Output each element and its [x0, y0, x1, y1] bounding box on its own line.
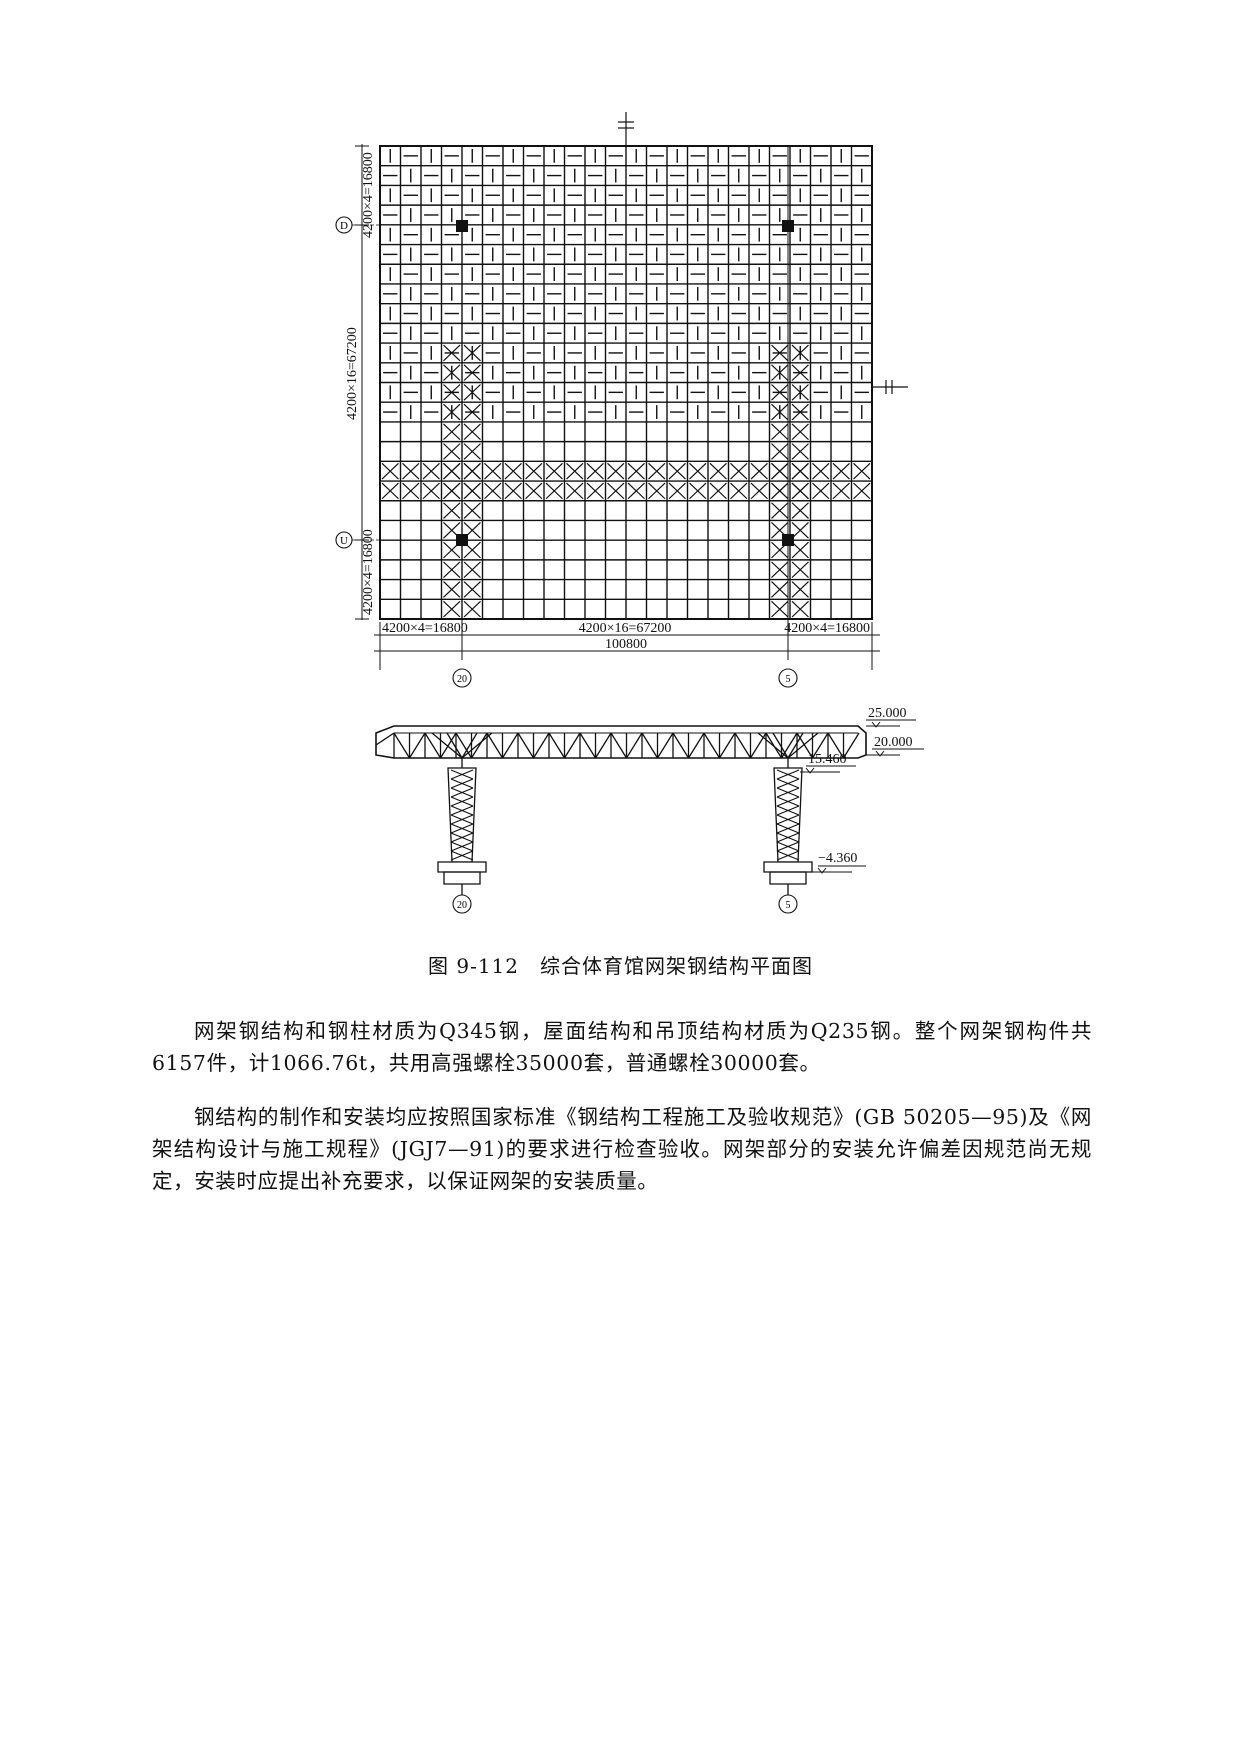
level-marker-base	[812, 865, 866, 874]
elevation-axis-bubble-20: 20	[452, 894, 472, 914]
level-top: 25.000	[868, 706, 907, 721]
cross-bracing	[381, 344, 871, 618]
dim-bottom-mid: 4200×16=67200	[579, 621, 672, 636]
level-marker-eave	[866, 748, 924, 757]
axis-label-u: U	[340, 535, 348, 547]
axis-bubble-20: 20	[452, 668, 472, 688]
axis-label-20: 20	[457, 674, 467, 685]
column-left	[437, 758, 487, 896]
bottom-dimension-lines	[374, 622, 880, 670]
truss-web-members	[375, 732, 860, 759]
axis-bubble-5: 5	[778, 668, 798, 688]
space-truss-plan-drawing: 4200×4=16800 4200×16=67200 4200×4=16800 …	[335, 112, 908, 688]
body-paragraph: 钢结构的制作和安装均应按照国家标准《钢结构工程施工及验收规范》(GB 50205…	[152, 1104, 1092, 1193]
section-cut-marker-top	[618, 112, 634, 146]
axis-bubble-u: U	[335, 531, 380, 549]
dim-bottom-right: 4200×4=16800	[784, 621, 870, 636]
roof-truss	[375, 725, 867, 759]
figure-caption: 图 9-112 综合体育馆网架钢结构平面图	[427, 954, 813, 978]
axis-label-5: 5	[786, 674, 791, 685]
level-base: −4.360	[818, 851, 857, 866]
axis-label-d: D	[340, 220, 348, 232]
column-lacing	[450, 769, 800, 861]
dim-left-mid: 4200×16=67200	[345, 327, 360, 420]
elevation-axis-label-20: 20	[457, 900, 467, 911]
level-column-top: 15.460	[808, 752, 847, 767]
level-eave: 20.000	[874, 735, 913, 750]
level-marker-top	[866, 719, 916, 728]
level-marker-column-top	[800, 765, 856, 774]
body-paragraph: 网架钢结构和钢柱材质为Q345钢，屋面结构和吊顶结构材质为Q235钢。整个网架钢…	[152, 1018, 1092, 1075]
dim-left-top: 4200×4=16800	[361, 152, 376, 238]
dim-total: 100800	[605, 637, 647, 652]
column-right	[763, 758, 813, 896]
dim-left-bottom: 4200×4=16800	[361, 529, 376, 615]
elevation-axis-bubble-5: 5	[778, 894, 798, 914]
section-cut-marker-right	[872, 380, 908, 394]
elevation-axis-label-5: 5	[786, 900, 791, 911]
axis-bubble-d: D	[335, 216, 380, 234]
dim-bottom-left: 4200×4=16800	[382, 621, 468, 636]
